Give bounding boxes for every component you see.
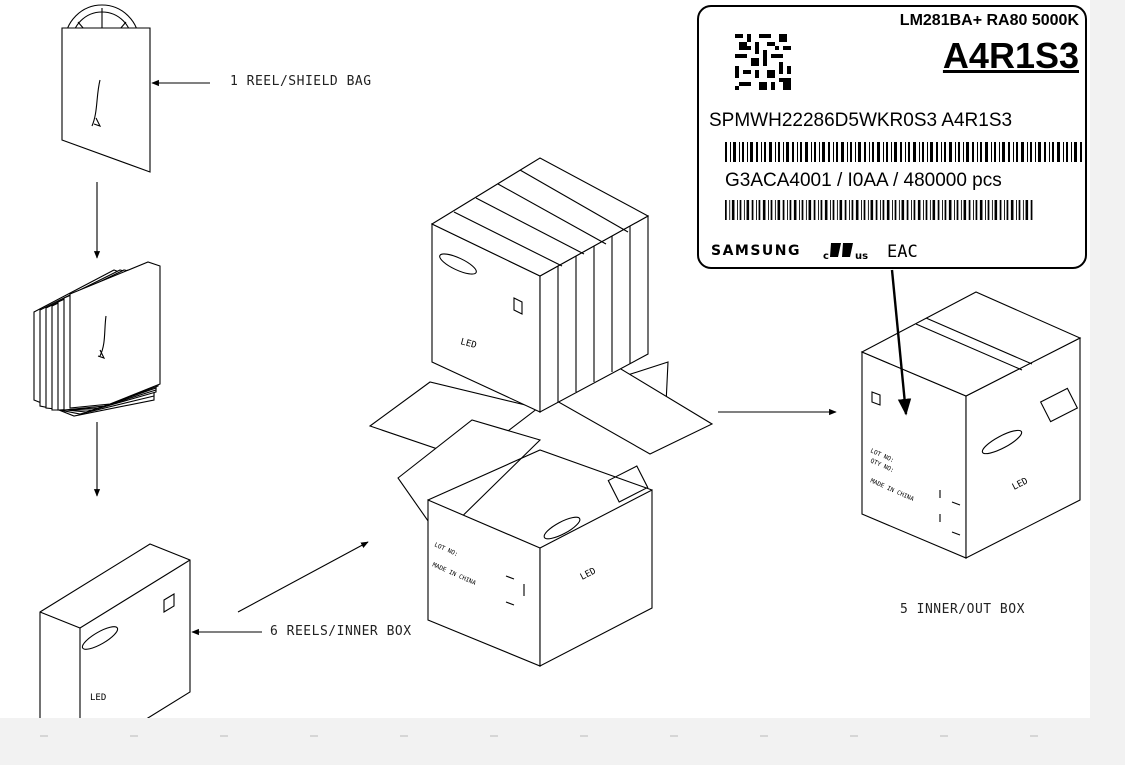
label-pointer-arrow — [890, 269, 912, 416]
inner-stack-led-text: LED — [459, 337, 477, 351]
label-lot-quantity: G3ACA4001 / I0AA / 480000 pcs — [725, 170, 1002, 191]
barcode-part-number — [725, 142, 1082, 162]
ur-mark-icon — [830, 243, 853, 257]
label-part-number: SPMWH22286D5WKR0S3 A4R1S3 — [709, 110, 1013, 131]
caption-inner-box: 6 REELS/INNER BOX — [270, 624, 412, 639]
closed-carton-illustration — [860, 291, 1082, 559]
reel-in-bag-illustration — [61, 4, 151, 173]
bottom-tick-strip — [40, 735, 1038, 737]
qr-code-icon — [735, 34, 791, 90]
bottom-band — [0, 718, 1125, 765]
eac-mark: EAC — [887, 242, 918, 262]
shipping-label: LM281BA+ RA80 5000K A4R1S3 SPMWH22286D5W… — [697, 5, 1087, 269]
open-carton-illustration — [368, 157, 714, 667]
barcode-lot — [725, 200, 1033, 220]
stacked-bags-illustration — [33, 261, 161, 417]
label-model-text: LM281BA+ RA80 5000K — [899, 12, 1079, 29]
caption-out-box: 5 INNER/OUT BOX — [900, 602, 1025, 617]
certification-marks: c us EAC — [823, 242, 918, 262]
samsung-logo: SAMSUNG — [711, 243, 802, 259]
arrow-inner-to-outer — [237, 541, 369, 613]
ur-mark-c: c — [823, 251, 829, 262]
label-bin-code: A4R1S3 — [942, 35, 1079, 76]
inner-box-led-text: LED — [90, 693, 106, 703]
scroll-gutter — [1090, 0, 1125, 718]
caption-reel-shield-bag: 1 REEL/SHIELD BAG — [230, 74, 372, 89]
ur-mark-us: us — [855, 251, 868, 262]
